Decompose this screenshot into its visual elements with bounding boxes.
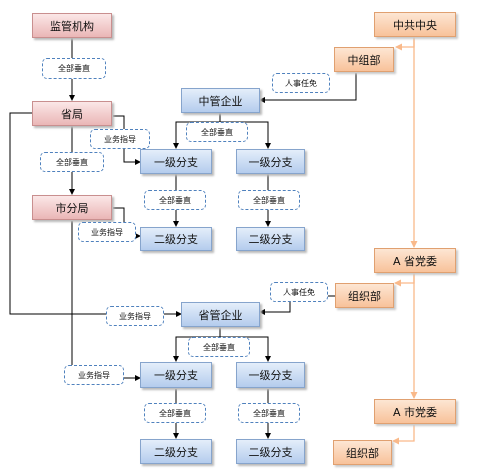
tag-provincial-business-guidance: 业务指导 [106,306,164,326]
central-org-dept-box: 中组部 [334,47,394,72]
tag-provincial-branch-2-vertical: 全部垂直 [238,403,300,423]
line-bureau-to-provincial-enterprise [9,112,182,317]
regulator-box: 监管机构 [32,13,112,38]
line-provincial-committee-to-org-dept [394,272,415,287]
provincial-party-committee-box: A 省党委 [374,248,456,273]
line-central-org-to-enterprise [259,73,357,103]
city-party-committee-box: A 市党委 [374,399,456,424]
city-org-dept-box: 组织部 [333,440,392,465]
central-sub-branch-2-box: 二级分支 [236,227,305,251]
line-city-committee-to-org-dept [392,425,415,445]
central-branch-1-box: 一级分支 [140,149,212,174]
tag-bureau-vertical: 全部垂直 [40,152,104,172]
tag-bureau-business-guidance: 业务指导 [90,129,150,149]
provincial-enterprise-box: 省管企业 [181,302,260,327]
provincial-org-dept-box: 组织部 [335,283,394,308]
tag-regulator-vertical: 全部垂直 [42,58,106,79]
provincial-branch-1-box: 一级分支 [140,362,212,388]
provincial-sub-branch-1-box: 二级分支 [140,439,212,464]
city-branch-box: 市分局 [32,195,112,220]
party-lines [392,37,418,445]
line-city-branch-to-provincial-branch [71,221,141,381]
tag-provincial-branch-1-vertical: 全部垂直 [144,403,206,423]
tag-central-enterprise-vertical: 全部垂直 [186,122,248,142]
provincial-sub-branch-2-box: 二级分支 [236,439,305,464]
tag-city-provincial-business-guidance: 业务指导 [64,365,124,385]
tag-city-business-guidance: 业务指导 [78,222,136,242]
central-sub-branch-1-box: 二级分支 [140,227,212,251]
tag-central-appointment: 人事任免 [272,73,330,93]
tag-provincial-enterprise-vertical: 全部垂直 [188,337,250,357]
central-enterprise-box: 中管企业 [181,88,260,113]
tag-central-branch-1-vertical: 全部垂直 [144,190,206,210]
tag-provincial-appointment: 人事任免 [270,282,328,302]
central-branch-2-box: 一级分支 [236,149,305,174]
provincial-bureau-box: 省局 [32,101,112,126]
tag-central-branch-2-vertical: 全部垂直 [238,190,300,210]
central-committee-box: 中共中央 [374,12,456,37]
line-central-committee-to-org-dept [395,37,415,51]
provincial-branch-2-box: 一级分支 [236,362,305,388]
